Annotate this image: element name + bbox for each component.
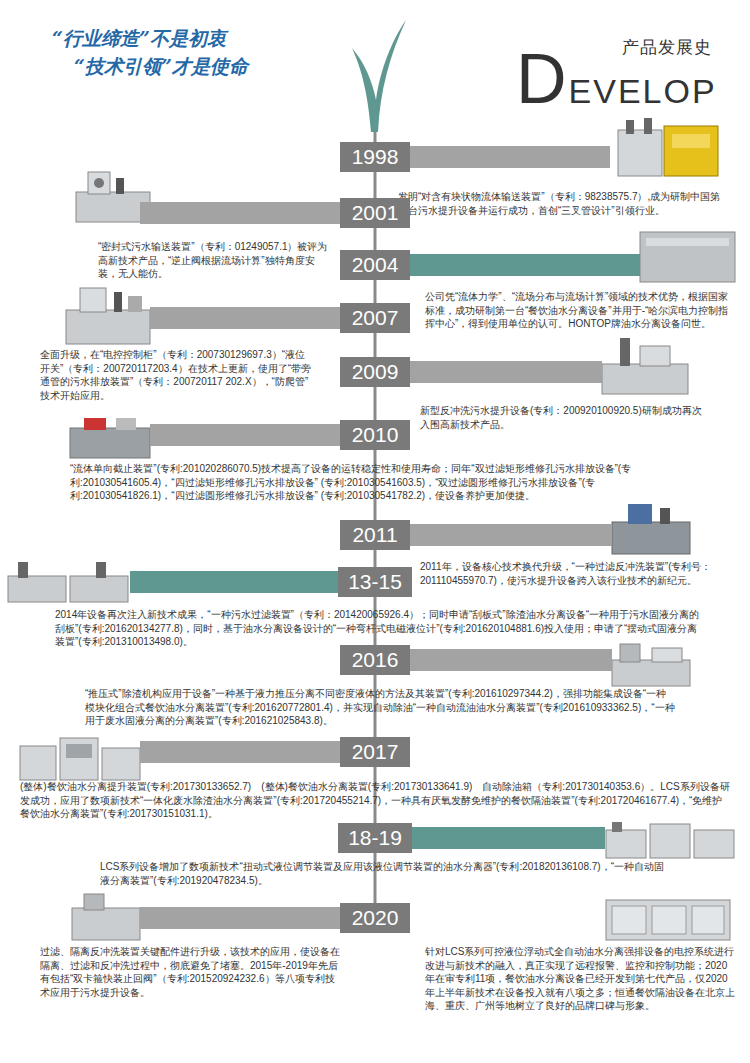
timeline-bar	[410, 254, 640, 276]
milestone-text: 针对LCS系列可控液位浮动式全自动油水分离强排设备的电控系统进行改进与新技术的融…	[425, 945, 737, 1013]
year-text: 2009	[352, 360, 399, 383]
year-text: 13-15	[348, 570, 402, 593]
timeline-line	[374, 228, 377, 250]
year-text: 2020	[352, 906, 399, 929]
year-box: 2007	[340, 303, 410, 333]
year-text: 2016	[352, 648, 399, 671]
milestone-text: 发明“对含有块状物流体输送装置”（专利：98238575.7）,成为研制中国第一…	[398, 190, 723, 217]
year-box: 2010	[340, 420, 410, 450]
milestone-text: LCS系列设备增加了数项新技术“扭动式液位调节装置及应用该液位调节装置的油水分离…	[100, 860, 670, 887]
year-box: 2016	[340, 645, 410, 675]
title-text: 产品发展史	[622, 36, 712, 59]
product-photo	[602, 338, 688, 394]
year-box: 2001	[340, 198, 410, 228]
timeline-line	[374, 132, 377, 142]
timeline-line	[374, 280, 377, 303]
year-text: 2017	[352, 740, 399, 763]
timeline-bar	[410, 361, 602, 383]
year-box: 18-19	[338, 823, 412, 853]
year-text: 2007	[352, 306, 399, 329]
slogan-text: “行业缔造”不是初衷	[52, 26, 226, 52]
slogan-text: “技术引领”才是使命	[74, 54, 248, 80]
timeline-bar	[140, 907, 340, 929]
milestone-text: (整体)餐饮油水分离提升装置(专利:201730133652.7) (整体)餐饮…	[20, 780, 732, 821]
year-box: 13-15	[338, 567, 412, 597]
product-photo	[66, 288, 150, 344]
milestone-text: 新型反冲洗污水提升设备(专利：200920100920.5)研制成功再次入围高新…	[420, 404, 710, 431]
heading-english: DEVELOP	[516, 44, 717, 114]
milestone-text: 公司凭“流体力学”、“流场分布与流场计算”领域的技术优势，根据国家标准，成功研制…	[425, 290, 730, 331]
timeline-bar	[410, 827, 605, 849]
product-photo	[612, 644, 690, 686]
product-photo	[8, 562, 128, 602]
product-photo	[606, 822, 734, 858]
milestone-text: “流体单向截止装置”(专利:201020286070.5)技术提高了设备的运转稳…	[70, 462, 695, 503]
milestone-text: “推压式”除渣机构应用于设备”一种基于液力推压分离不同密度液体的方法及其装置”(…	[85, 687, 675, 728]
year-text: 18-19	[348, 826, 402, 849]
year-box: 2020	[340, 903, 410, 933]
year-text: 2011	[352, 523, 397, 546]
timeline-line	[374, 550, 377, 567]
timeline-line	[374, 597, 377, 645]
timeline-line	[374, 172, 377, 198]
product-photo	[640, 232, 735, 282]
timeline-bar	[410, 524, 612, 546]
timeline-bar	[130, 571, 340, 593]
product-photo	[618, 118, 718, 176]
timeline-bar	[140, 202, 340, 224]
product-photo	[20, 738, 140, 780]
year-box: 1998	[340, 142, 410, 172]
milestone-text: 过滤、隔离反冲洗装置关键配件进行升级，该技术的应用，使设备在隔离、过滤和反冲洗过…	[40, 945, 340, 999]
year-text: 2004	[352, 253, 399, 276]
timeline-line	[374, 387, 377, 420]
milestone-text: 2014年设备再次注入新技术成果，“一种污水过滤装置”（专利：201420065…	[55, 608, 705, 649]
year-box: 2009	[340, 357, 410, 387]
year-text: 2001	[352, 201, 399, 224]
year-box: 2011	[340, 520, 410, 550]
year-text: 1998	[352, 145, 399, 168]
timeline-bar	[410, 146, 610, 168]
timeline-line	[374, 853, 377, 903]
milestone-text: 2011年，设备核心技术换代升级，“一种过滤反冲洗装置”(专利号：2011104…	[420, 560, 735, 587]
timeline-bar	[150, 307, 340, 329]
timeline-bar	[140, 741, 340, 763]
product-photo	[612, 504, 690, 554]
year-box: 2017	[340, 737, 410, 767]
timeline-bar	[410, 649, 612, 671]
year-text: 2010	[352, 423, 399, 446]
timeline-bar	[150, 424, 340, 446]
product-photo	[76, 172, 150, 222]
timeline-line	[374, 333, 377, 357]
milestone-text: 全面升级，在“电控控制柜”（专利：200730129697.3）“液位开关”（专…	[40, 348, 312, 402]
milestone-text: “密封式污水输送装置”（专利：01249057.1）被评为高新技术产品，“逆止阀…	[98, 240, 334, 281]
product-photo	[72, 894, 730, 940]
year-box: 2004	[340, 250, 410, 280]
product-photo	[70, 418, 150, 458]
checkmark	[352, 20, 406, 132]
